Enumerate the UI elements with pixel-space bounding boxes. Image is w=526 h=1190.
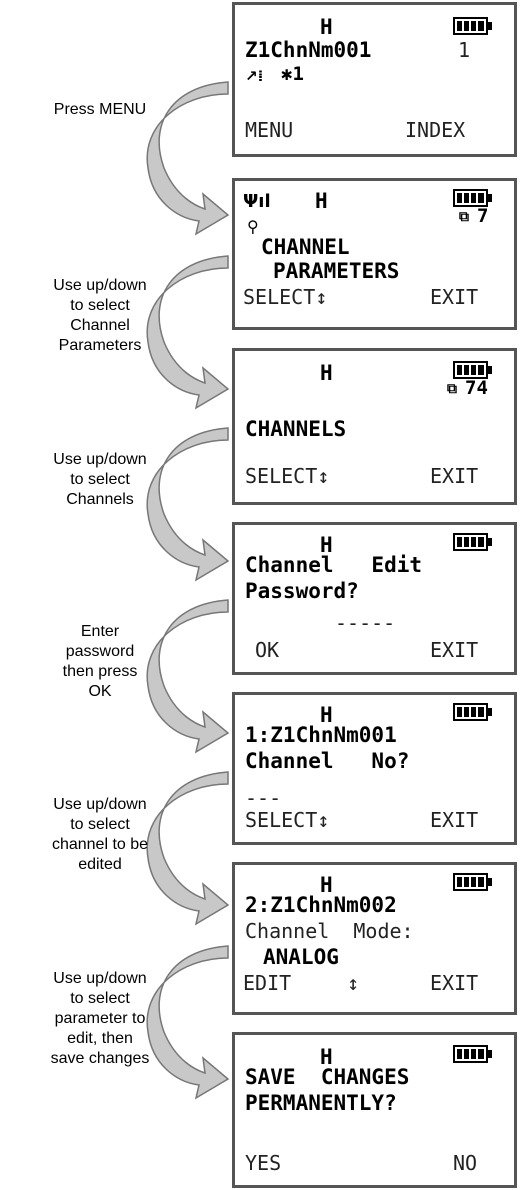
- prompt-line-1: Channel Edit: [245, 553, 423, 577]
- password-entry[interactable]: -----: [335, 611, 396, 635]
- battery-icon: [453, 17, 492, 35]
- parameter-label: Channel Mode:: [245, 919, 414, 943]
- menu-line-1: CHANNELS: [245, 417, 347, 441]
- battery-icon: [453, 533, 492, 551]
- parameter-value: ANALOG: [263, 945, 339, 969]
- counter-icon: ⧉: [459, 209, 469, 225]
- exit-softkey[interactable]: EXIT: [430, 464, 479, 488]
- step-label-6: Use up/down to select parameter to edit,…: [50, 970, 150, 1067]
- screen-channel-parameters: Ψıl H ⧉ 7 ⚲ CHANNEL PARAMETERS SELECT↕ E…: [232, 178, 517, 330]
- mode-indicator: H: [320, 873, 333, 897]
- screen-save-changes: H SAVE CHANGES PERMANENTLY? YES NO: [232, 1032, 517, 1188]
- prompt-line: Channel No?: [245, 749, 410, 773]
- exit-softkey[interactable]: EXIT: [430, 808, 479, 832]
- screen-channels: H ⧉ 74 CHANNELS SELECT↕ EXIT: [232, 348, 517, 505]
- status-indicator: ✱1: [281, 63, 304, 85]
- prompt-line-2: Password?: [245, 579, 359, 603]
- prompt-line-1: SAVE CHANGES: [245, 1065, 410, 1089]
- mode-indicator: H: [320, 533, 333, 557]
- step-label-2: Use up/down to select Channel Parameters: [53, 277, 147, 354]
- flow-arrow-3: [146, 427, 230, 582]
- screen-channel-mode: H 2:Z1ChnNm002 Channel Mode: ANALOG EDIT…: [232, 862, 517, 1015]
- no-softkey[interactable]: NO: [453, 1151, 478, 1175]
- step-label-3: Use up/down to select Channels: [53, 451, 147, 508]
- step-label-4: Enter password then press OK: [62, 623, 138, 700]
- screen-password: H Channel Edit Password? ----- OK EXIT: [232, 522, 517, 675]
- exit-softkey[interactable]: EXIT: [430, 638, 479, 662]
- battery-icon: [453, 361, 492, 379]
- counter-value: 74: [465, 377, 488, 399]
- battery-icon: [453, 703, 492, 721]
- menu-line-2: PARAMETERS: [273, 259, 400, 283]
- edit-softkey[interactable]: EDIT: [243, 971, 292, 995]
- select-softkey[interactable]: SELECT↕: [245, 464, 330, 488]
- channel-line: 2:Z1ChnNm002: [245, 893, 397, 917]
- select-softkey[interactable]: SELECT↕: [245, 808, 330, 832]
- counter-value: 7: [477, 205, 489, 227]
- exit-softkey[interactable]: EXIT: [430, 285, 479, 309]
- mode-indicator: H: [320, 15, 333, 39]
- channel-line: 1:Z1ChnNm001: [245, 723, 397, 747]
- menu-line-1: CHANNEL: [261, 235, 350, 259]
- scan-icon: ↗⁞: [245, 67, 264, 85]
- select-softkey[interactable]: SELECT↕: [243, 285, 328, 309]
- step-label-5: Use up/down to select channel to be edit…: [51, 796, 149, 873]
- battery-icon: [453, 873, 492, 891]
- flow-arrow-2: [146, 255, 230, 410]
- battery-icon: [453, 1045, 492, 1063]
- menu-softkey[interactable]: MENU: [245, 118, 294, 142]
- exit-softkey[interactable]: EXIT: [430, 971, 479, 995]
- mode-indicator: H: [320, 1045, 333, 1069]
- yes-softkey[interactable]: YES: [245, 1151, 282, 1175]
- screen-home: H Z1ChnNm001 1 ↗⁞ ✱1 MENU INDEX: [232, 2, 517, 157]
- up-down-icon[interactable]: ↕: [347, 971, 360, 995]
- step-label-1: Press MENU: [53, 101, 147, 118]
- signal-icon: Ψıl: [243, 191, 271, 212]
- mode-indicator: H: [315, 189, 328, 213]
- flow-arrow-1: [146, 81, 230, 236]
- flow-arrow-5: [146, 771, 230, 926]
- channel-number: 1: [458, 38, 471, 62]
- mode-indicator: H: [320, 361, 333, 385]
- flow-arrow-6: [146, 945, 230, 1100]
- ok-softkey[interactable]: OK: [255, 638, 280, 662]
- antenna-icon: ⚲: [247, 217, 259, 236]
- battery-icon: [453, 189, 492, 207]
- mode-indicator: H: [320, 703, 333, 727]
- channel-number-entry[interactable]: ---: [245, 786, 282, 810]
- screen-channel-number: H 1:Z1ChnNm001 Channel No? --- SELECT↕ E…: [232, 692, 517, 845]
- channel-name: Z1ChnNm001: [245, 38, 372, 62]
- counter-icon: ⧉: [447, 381, 457, 397]
- flow-arrow-4: [146, 599, 230, 754]
- prompt-line-2: PERMANENTLY?: [245, 1091, 397, 1115]
- index-softkey[interactable]: INDEX: [405, 118, 466, 142]
